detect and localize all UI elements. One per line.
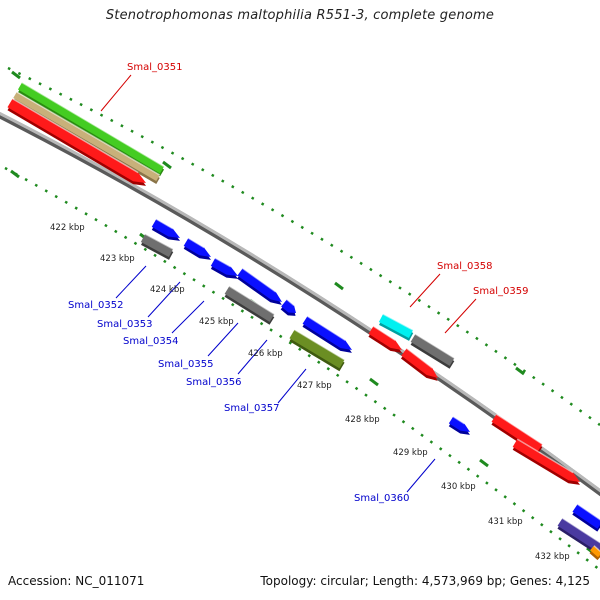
map-title: Stenotrophomonas maltophilia R551-3, com… — [105, 8, 495, 23]
blue-feature-4[interactable] — [571, 503, 600, 532]
tick-label-429: 429 kbp — [393, 448, 428, 458]
rail-major-tick — [515, 366, 525, 376]
blue-feature-1[interactable] — [151, 218, 184, 245]
callout-line — [409, 273, 441, 308]
kbp-tick-labels: 422 kbp 423 kbp 424 kbp 425 kbp 426 kbp 427 k… — [50, 223, 570, 562]
feature-track — [6, 81, 600, 561]
red-feature-1[interactable] — [367, 325, 405, 356]
callout-line — [237, 339, 268, 375]
callout-line — [100, 74, 132, 112]
callout-line — [277, 368, 307, 404]
accession-text: Accession: NC_011071 — [8, 574, 145, 588]
smal-0357-gene[interactable] — [288, 329, 346, 372]
gene-label-smal-0358[interactable]: Smal_0358 — [437, 261, 492, 272]
gene-label-smal-0356[interactable]: Smal_0356 — [186, 377, 241, 388]
gene-label-smal-0359[interactable]: Smal_0359 — [473, 286, 528, 297]
smal-0360-gene[interactable] — [448, 415, 474, 439]
smal-0356-gene[interactable] — [280, 298, 301, 320]
tick-label-427: 427 kbp — [297, 381, 332, 391]
tick-label-432: 432 kbp — [535, 552, 570, 562]
red-feature-3[interactable] — [490, 413, 544, 455]
smal-0351-gene[interactable] — [6, 98, 150, 191]
gene-label-smal-0353[interactable]: Smal_0353 — [97, 319, 152, 330]
tan-feature[interactable] — [12, 91, 161, 184]
tick-label-430: 430 kbp — [441, 482, 476, 492]
gene-label-smal-0351[interactable]: Smal_0351 — [127, 62, 182, 73]
gene-label-smal-0360[interactable]: Smal_0360 — [354, 493, 409, 504]
gene-label-smal-0357[interactable]: Smal_0357 — [224, 403, 279, 414]
tick-label-431: 431 kbp — [488, 517, 523, 527]
rail-major-tick — [479, 458, 489, 468]
callout-line — [171, 300, 205, 334]
smal-0359-gene[interactable] — [409, 333, 455, 369]
callout-line — [444, 298, 477, 334]
rail-major-tick — [369, 377, 379, 387]
callout-line — [406, 458, 436, 493]
callout-line — [207, 322, 239, 357]
rail-major-tick — [10, 169, 20, 179]
gene-label-smal-0352[interactable]: Smal_0352 — [68, 300, 123, 311]
rail-major-tick — [334, 281, 344, 291]
tick-label-428: 428 kbp — [345, 415, 380, 425]
red-feature-4[interactable] — [511, 438, 583, 489]
smal-0358-gene[interactable] — [378, 313, 415, 341]
red-feature-2[interactable] — [400, 347, 442, 384]
orange-feature[interactable] — [588, 545, 600, 561]
tick-label-423: 423 kbp — [100, 254, 135, 264]
smal-0353-gene[interactable] — [182, 237, 214, 264]
tick-label-422: 422 kbp — [50, 223, 85, 233]
smal-0352-gene[interactable] — [140, 233, 175, 260]
tick-label-426: 426 kbp — [248, 349, 283, 359]
purple-feature[interactable] — [556, 517, 600, 555]
outer-tick-rail — [7, 66, 600, 427]
tick-label-424: 424 kbp — [150, 285, 185, 295]
green-feature[interactable] — [17, 81, 166, 177]
smal-0354-gene[interactable] — [210, 257, 242, 283]
gene-label-smal-0355[interactable]: Smal_0355 — [158, 359, 213, 370]
rail-major-tick — [11, 70, 21, 80]
blue-feature-3[interactable] — [301, 315, 355, 357]
inner-tick-rail — [4, 166, 600, 571]
callout-line — [147, 281, 181, 318]
gene-label-smal-0354[interactable]: Smal_0354 — [123, 336, 178, 347]
tick-label-425: 425 kbp — [199, 317, 234, 327]
gene-callouts: Smal_0351Smal_0352Smal_0353Smal_0354Smal… — [68, 62, 528, 504]
blue-feature-2[interactable] — [236, 267, 286, 308]
rail-major-tick — [162, 160, 172, 170]
genome-summary-text: Topology: circular; Length: 4,573,969 bp… — [260, 574, 590, 588]
callout-line — [115, 265, 147, 299]
smal-0355-gene[interactable] — [223, 285, 275, 325]
